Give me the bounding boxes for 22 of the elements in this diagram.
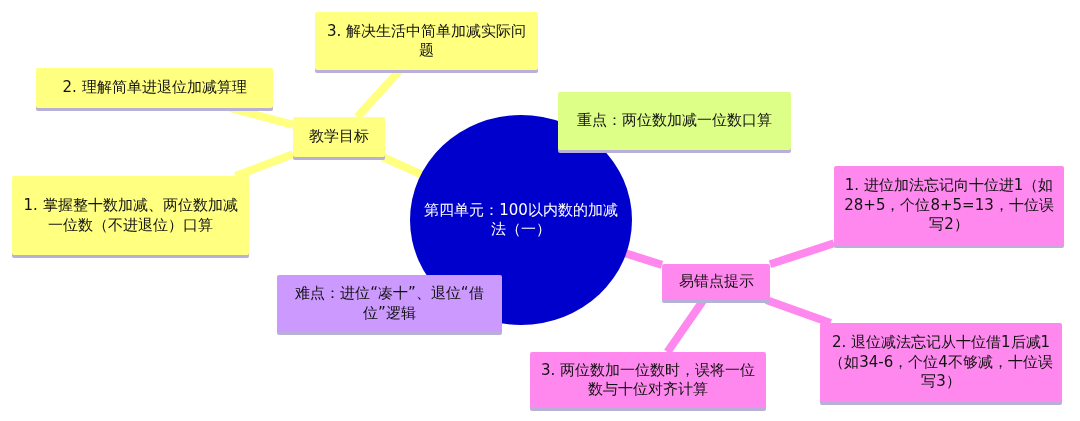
topic-box — [36, 68, 273, 108]
node-text: 难点：进位“凑十”、退位“借位”逻辑 — [294, 284, 485, 323]
topic-box — [12, 176, 249, 255]
topic-box — [277, 275, 502, 332]
node-text: 第四单元：100以内数的加减法（一） — [424, 200, 618, 240]
topic-box — [834, 166, 1064, 245]
branch-line — [768, 239, 836, 269]
node-text: 2. 理解简单进退位加减算理 — [62, 78, 247, 98]
topic-box — [530, 352, 766, 408]
topic-box — [558, 92, 791, 150]
node-text: 2. 退位减法忘记从十位借1后减1（如34-6，个位4不够减，十位误写3） — [828, 333, 1054, 392]
node-text: 易错点提示 — [678, 272, 754, 292]
node-text: 1. 进位加法忘记向十位进1（如28+5，个位8+5=13，十位误写2） — [843, 176, 1055, 235]
branch-box — [662, 264, 770, 300]
node-text: 1. 掌握整十数加减、两位数加减一位数（不进退位）口算 — [22, 196, 239, 235]
node-text: 重点：两位数加减一位数口算 — [577, 111, 772, 131]
topic-box — [315, 12, 538, 70]
branch-box — [293, 117, 385, 157]
topic-box — [820, 323, 1062, 402]
node-text: 3. 解决生活中简单加减实际问题 — [325, 21, 528, 61]
node-text: 教学目标 — [309, 127, 369, 147]
node-text: 3. 两位数加一位数时，误将一位数与十位对齐计算 — [539, 360, 757, 400]
